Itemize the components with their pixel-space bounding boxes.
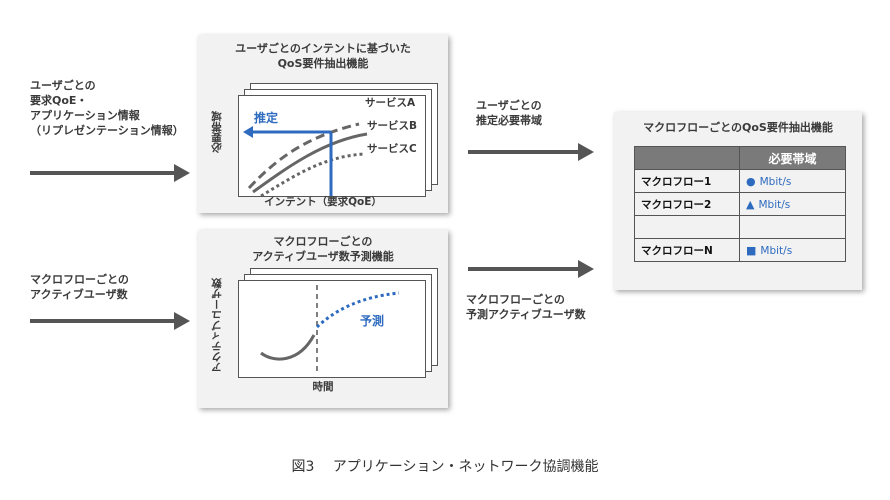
active-users-y-axis-label: アクティブユーザ数 bbox=[211, 278, 223, 373]
figure-caption: 図3 アプリケーション・ネットワーク協調機能 bbox=[291, 459, 599, 475]
macroflow-name: マクロフロー2 bbox=[634, 192, 740, 216]
active-users-input-label: マクロフローごとの アクティブユーザ数 bbox=[30, 273, 129, 301]
macroflow-name: マクロフローN bbox=[634, 238, 740, 262]
bandwidth-chart bbox=[238, 95, 426, 198]
table-row-empty bbox=[634, 215, 846, 239]
estimated-bandwidth-arrow bbox=[468, 143, 594, 161]
macroflow-qos-panel: マクロフローごとのQoS要件抽出機能 必要帯域 マクロフロー1 ●Mbit/s … bbox=[614, 112, 862, 290]
table-row: マクロフロー2 ▲Mbit/s bbox=[634, 192, 846, 216]
qos-extraction-panel: ユーザごとのインテントに基づいた QoS要件抽出機能 推定 サービスA サービス… bbox=[198, 35, 448, 213]
service-c-curve bbox=[260, 152, 366, 198]
table-row: マクロフローN ■Mbit/s bbox=[634, 238, 846, 262]
macroflow-name: マクロフロー1 bbox=[634, 169, 740, 193]
prediction-curves bbox=[260, 285, 400, 373]
series-a-label: サービスA bbox=[365, 97, 416, 109]
predicted-users-arrow bbox=[468, 260, 594, 278]
predicted-users-label: マクロフローごとの 予測アクティブユーザ数 bbox=[466, 293, 586, 321]
estimate-label: 推定 bbox=[254, 111, 279, 125]
observed-curve bbox=[260, 334, 316, 361]
table-header-row: 必要帯域 bbox=[634, 146, 846, 170]
bandwidth-cell: ●Mbit/s bbox=[739, 169, 846, 193]
macroflow-qos-title: マクロフローごとのQoS要件抽出機能 bbox=[643, 121, 833, 134]
active-user-prediction-title: マクロフローごとの アクティブユーザ数予測機能 bbox=[252, 235, 394, 263]
bandwidth-cell: ■Mbit/s bbox=[739, 238, 846, 262]
predicted-curve bbox=[315, 291, 400, 329]
service-b-curve bbox=[252, 132, 368, 194]
qoe-input-label: ユーザごとの 要求QoE・ アプリケーション情報 （リプレゼンテーション情報） bbox=[30, 79, 184, 137]
triangle-icon: ▲ bbox=[746, 197, 755, 211]
active-user-prediction-panel: マクロフローごとの アクティブユーザ数予測機能 予測 アクティブユーザ数 時間 bbox=[198, 230, 448, 408]
prediction-chart bbox=[238, 280, 426, 378]
estimate-arrow-head bbox=[243, 126, 253, 138]
bandwidth-cell: ▲Mbit/s bbox=[739, 192, 846, 216]
circle-icon: ● bbox=[746, 174, 756, 188]
service-a-curve bbox=[247, 122, 360, 190]
intent-x-axis-label: インテント（要求QoE） bbox=[264, 196, 382, 208]
qoe-input-arrow bbox=[30, 164, 190, 182]
predict-label: 予測 bbox=[360, 314, 385, 328]
estimated-bandwidth-label: ユーザごとの 推定必要帯域 bbox=[476, 99, 542, 127]
table-row: マクロフロー1 ●Mbit/s bbox=[634, 169, 846, 193]
macroflow-name bbox=[634, 215, 740, 239]
bandwidth-cell bbox=[739, 215, 846, 239]
table-header-blank bbox=[634, 146, 740, 170]
series-b-label: サービスB bbox=[367, 120, 418, 132]
time-x-axis-label: 時間 bbox=[312, 381, 334, 393]
required-bandwidth-header: 必要帯域 bbox=[739, 146, 846, 170]
bandwidth-curves bbox=[243, 122, 368, 198]
series-c-label: サービスC bbox=[367, 143, 417, 155]
bandwidth-requirements-table: 必要帯域 マクロフロー1 ●Mbit/s マクロフロー2 ▲Mbit/s マクロ… bbox=[634, 146, 846, 262]
qos-extraction-title: ユーザごとのインテントに基づいた QoS要件抽出機能 bbox=[235, 42, 411, 70]
bandwidth-y-axis-label: 必要帯域 bbox=[211, 111, 223, 153]
active-users-input-arrow bbox=[30, 312, 190, 330]
square-icon: ■ bbox=[746, 243, 757, 257]
